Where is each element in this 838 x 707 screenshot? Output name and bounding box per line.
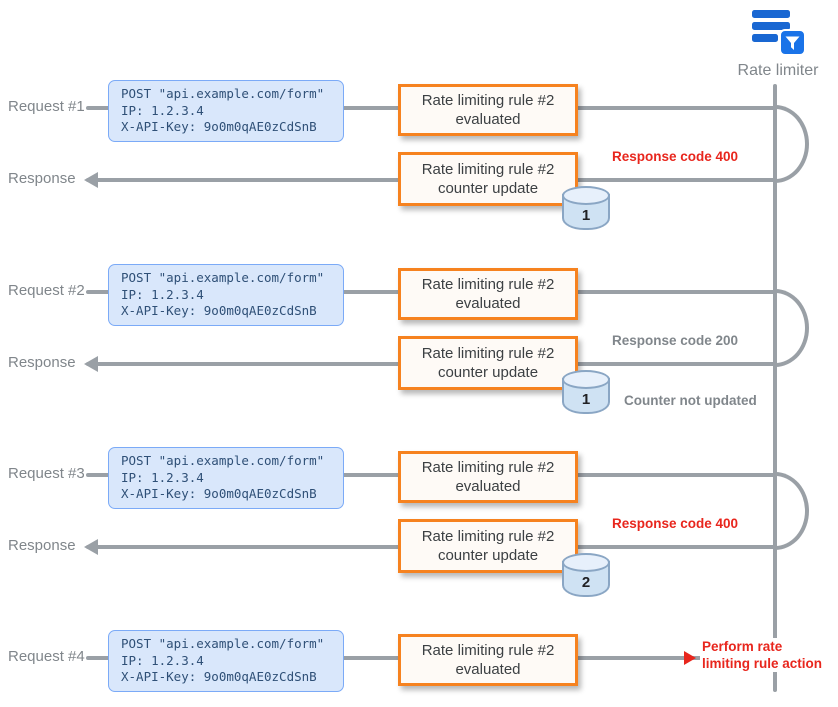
request-detail-line: X-API-Key: 9o0m0qAE0zCdSnB [121, 119, 317, 134]
request-detail-line: X-API-Key: 9o0m0qAE0zCdSnB [121, 486, 317, 501]
response-code-note: Response code 400 [612, 516, 739, 531]
db-cylinder-top [562, 553, 610, 572]
response-arrow-icon [84, 172, 98, 188]
request-detail-line: POST "api.example.com/form" [121, 86, 325, 101]
processing-arc [775, 105, 809, 183]
counter-update-box: Rate limiting rule #2 counter update [398, 519, 578, 573]
counter-update-box: Rate limiting rule #2 counter update [398, 336, 578, 390]
request-details-box: POST "api.example.com/form" IP: 1.2.3.4 … [108, 80, 344, 142]
counter-db-icon: 2 [562, 553, 610, 601]
counter-note: Counter not updated [624, 393, 757, 408]
db-cylinder-top [562, 370, 610, 389]
request-label: Request #4 [8, 648, 85, 665]
request-detail-line: POST "api.example.com/form" [121, 270, 325, 285]
request-detail-line: IP: 1.2.3.4 [121, 469, 204, 485]
processing-arc [775, 472, 809, 550]
request-label: Request #3 [8, 465, 85, 482]
request-label: Request #1 [8, 98, 85, 115]
rule-evaluated-box: Rate limiting rule #2 evaluated [398, 268, 578, 320]
response-label: Response [8, 354, 76, 371]
rule-evaluated-box: Rate limiting rule #2 evaluated [398, 634, 578, 686]
counter-value: 1 [581, 207, 591, 224]
request-details-box: POST "api.example.com/form" IP: 1.2.3.4 … [108, 264, 344, 326]
request-details-box: POST "api.example.com/form" IP: 1.2.3.4 … [108, 630, 344, 692]
request-details-box: POST "api.example.com/form" IP: 1.2.3.4 … [108, 447, 344, 509]
counter-value: 1 [581, 391, 591, 408]
request-label: Request #2 [8, 282, 85, 299]
counter-value: 2 [581, 574, 591, 591]
lifeline [773, 84, 777, 692]
response-label: Response [8, 537, 76, 554]
request-detail-line: IP: 1.2.3.4 [121, 652, 204, 668]
response-code-note: Response code 200 [612, 333, 739, 348]
request-detail-line: IP: 1.2.3.4 [121, 286, 204, 302]
counter-db-icon: 1 [562, 186, 610, 234]
rate-limiter-label: Rate limiter [737, 62, 819, 79]
response-code-note: Response code 400 [612, 149, 739, 164]
counter-db-icon: 1 [562, 370, 610, 418]
request-detail-line: X-API-Key: 9o0m0qAE0zCdSnB [121, 303, 317, 318]
rule-evaluated-box: Rate limiting rule #2 evaluated [398, 451, 578, 503]
db-cylinder-top [562, 186, 610, 205]
request-detail-line: IP: 1.2.3.4 [121, 102, 204, 118]
processing-arc [775, 289, 809, 367]
action-note: Perform rate limiting rule action [700, 638, 834, 672]
response-arrow-icon [84, 356, 98, 372]
request-detail-line: POST "api.example.com/form" [121, 636, 325, 651]
counter-update-box: Rate limiting rule #2 counter update [398, 152, 578, 206]
rule-evaluated-box: Rate limiting rule #2 evaluated [398, 84, 578, 136]
request-detail-line: X-API-Key: 9o0m0qAE0zCdSnB [121, 669, 317, 684]
response-arrow-icon [84, 539, 98, 555]
rate-limiter-icon [750, 6, 806, 63]
rate-limiter-icon-svg [752, 10, 806, 56]
response-label: Response [8, 170, 76, 187]
action-arrow-icon [684, 651, 696, 665]
request-detail-line: POST "api.example.com/form" [121, 453, 325, 468]
